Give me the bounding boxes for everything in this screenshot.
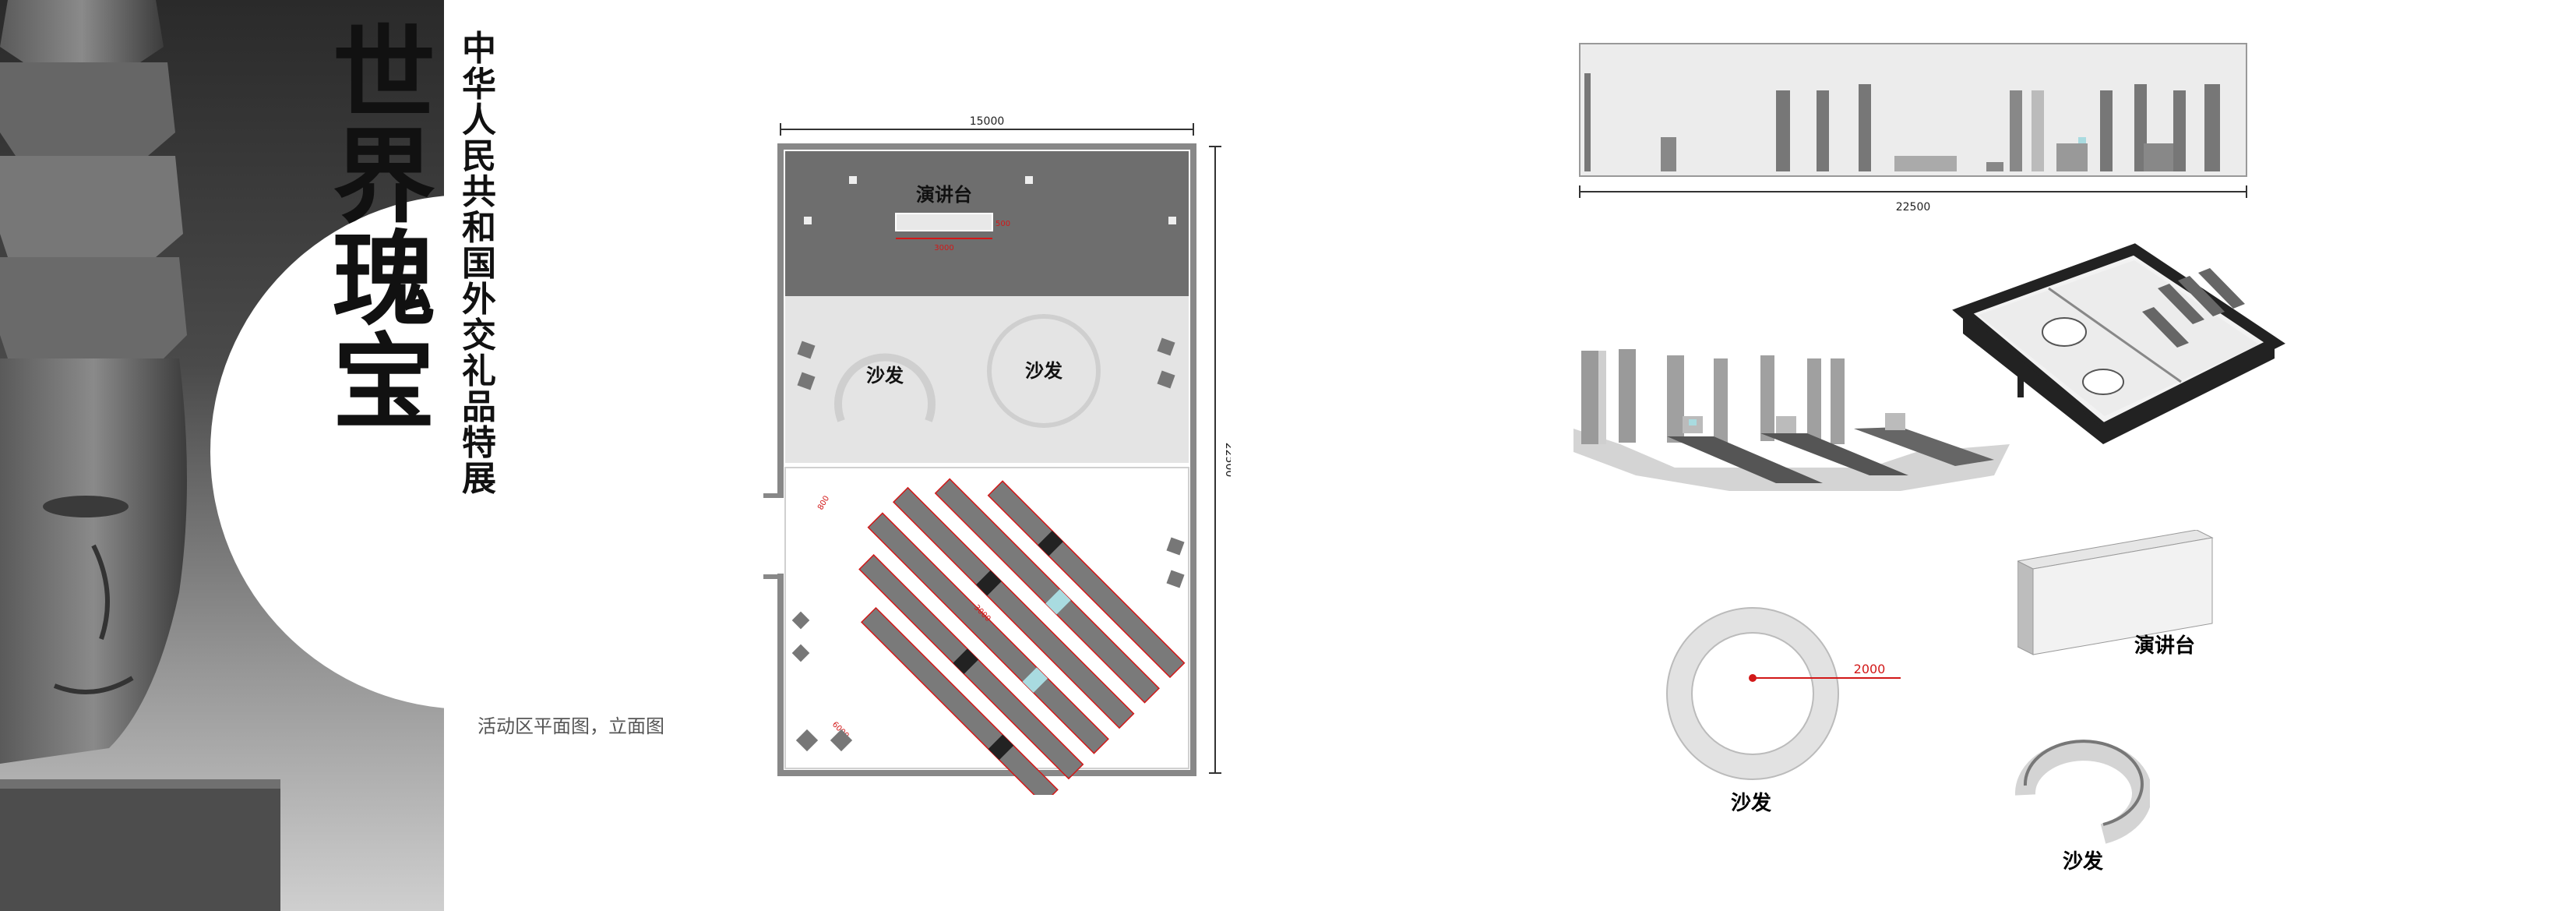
- title-char: 宝: [333, 323, 435, 443]
- arc-sofa-plan: [834, 353, 936, 422]
- podium-plan: [895, 213, 993, 231]
- subtitle: 中 华 人 民 共 和 国 外 交 礼 品 特 展: [460, 31, 499, 497]
- floor-plan: 15000 22500 演讲台 3000 500 沙发 沙发: [763, 115, 1231, 795]
- height-dim-label: 22500: [1223, 443, 1231, 478]
- display-shelf: [860, 606, 1059, 795]
- arc-sofa-3d: [2014, 740, 2150, 844]
- main-title: 世 界 瑰 宝: [326, 23, 442, 435]
- elevation-dim-label: 22500: [1896, 201, 1931, 214]
- subtitle-char: 礼: [462, 351, 496, 391]
- display-shelf: [934, 478, 1160, 704]
- display-shelf: [867, 512, 1109, 754]
- arc-sofa-label: 沙发: [2063, 850, 2104, 874]
- podium-plan-label: 演讲台: [916, 184, 972, 206]
- subtitle-char: 交: [462, 316, 496, 355]
- white-moon-circle: [210, 195, 724, 709]
- subtitle-char: 人: [462, 101, 496, 140]
- subtitle-char: 民: [462, 136, 496, 176]
- subtitle-char: 展: [462, 459, 496, 499]
- shelves-3d-group: [1573, 349, 2010, 491]
- round-sofa-label: 沙发: [1731, 792, 1772, 815]
- subtitle-char: 中: [462, 29, 496, 69]
- subtitle-char: 共: [462, 172, 496, 212]
- display-shelves: [858, 478, 1186, 795]
- subtitle-char: 品: [462, 387, 496, 427]
- podium-height-dim: 500: [996, 220, 1010, 228]
- sofa-plan-label-left: 沙发: [866, 365, 904, 387]
- shelves-3d-view: [1573, 349, 2010, 491]
- display-shelf: [893, 486, 1135, 729]
- display-shelf: [987, 480, 1186, 679]
- title-char: 瑰: [333, 220, 435, 341]
- subtitle-char: 国: [462, 244, 496, 284]
- round-sofa-dim: 2000: [1854, 662, 1886, 676]
- podium-3d: [2017, 530, 2214, 655]
- subtitle-char: 特: [462, 423, 496, 463]
- drawing-caption: 活动区平面图，立面图: [477, 715, 664, 737]
- subtitle-char: 和: [462, 208, 496, 248]
- elevation-view: 22500: [1579, 43, 2247, 214]
- title-char: 世: [333, 14, 435, 135]
- elevation-shelves: [1584, 73, 2220, 171]
- room-3d-view: [1952, 243, 2285, 444]
- round-sofa-detail: 2000: [1666, 607, 1901, 780]
- subtitle-char: 外: [462, 280, 496, 320]
- podium-width-dim: 3000: [934, 244, 953, 252]
- sofa-plan-label-right: 沙发: [1025, 360, 1062, 382]
- sculpture-illustration: [0, 0, 280, 911]
- subtitle-char: 华: [462, 65, 496, 104]
- round-sofa-plan: [987, 314, 1101, 428]
- title-char: 界: [333, 117, 435, 238]
- width-dim-label: 15000: [970, 115, 1005, 128]
- podium-3d-label: 演讲台: [2134, 634, 2196, 658]
- sofa-area: [785, 296, 1189, 463]
